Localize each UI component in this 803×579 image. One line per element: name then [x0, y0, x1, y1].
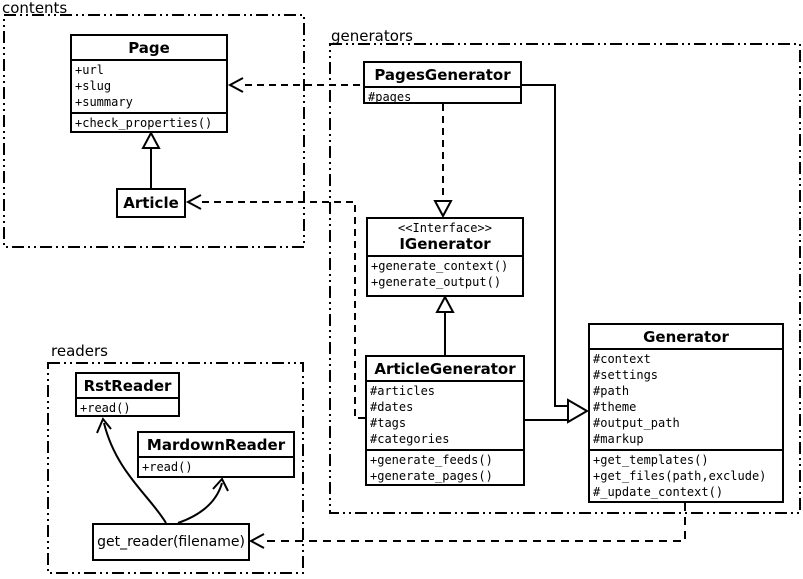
method: #_update_context()	[593, 485, 724, 499]
class-rstreader: RstReader +read()	[75, 372, 180, 417]
attribute: #dates	[370, 400, 414, 414]
attribute: #pages	[368, 90, 412, 104]
attribute: #tags	[370, 416, 407, 430]
class-title: Article	[123, 194, 179, 212]
class-generator: Generator #context #settings #path #them…	[588, 323, 784, 503]
attribute: #context	[593, 352, 651, 366]
attribute: +summary	[75, 95, 133, 109]
dependency-pagesgenerator-to-page	[227, 77, 363, 93]
attribute: #categories	[370, 432, 450, 446]
methods-compartment: +generate_feeds() +generate_pages()	[367, 449, 523, 486]
method: +get_files(path,exclude)	[593, 469, 767, 483]
class-title: Page	[128, 39, 170, 57]
function-label: get_reader(filename)	[97, 534, 245, 550]
method: +generate_output()	[371, 275, 502, 289]
generalization-pagesgenerator-to-generator	[522, 84, 568, 407]
attribute: #markup	[593, 432, 644, 446]
method: +get_templates()	[593, 453, 709, 467]
class-title: IGenerator	[399, 235, 491, 253]
generalization-articlegenerator-to-generator	[525, 398, 589, 424]
package-border-generators	[329, 43, 801, 514]
method: +check_properties()	[75, 116, 213, 130]
stereotype-label: <<Interface>>	[398, 221, 492, 235]
package-label-contents: contents	[2, 0, 68, 17]
arrow-getreader-to-rstreader	[96, 417, 167, 524]
attribute: +slug	[75, 79, 112, 93]
package-border-readers	[47, 362, 304, 574]
package-label-generators: generators	[331, 27, 413, 45]
class-title-block: <<Interface>> IGenerator	[368, 219, 522, 255]
package-label-readers: readers	[51, 342, 108, 360]
generalization-articlegenerator-to-igenerator	[435, 294, 455, 355]
methods-compartment: +check_properties()	[72, 112, 226, 133]
class-page: Page +url +slug +summary +check_properti…	[70, 34, 228, 133]
methods-compartment: +get_templates() +get_files(path,exclude…	[590, 449, 782, 502]
realization-pagesgenerator-to-igenerator	[433, 104, 453, 219]
methods-compartment: +read()	[77, 397, 178, 418]
method: +read()	[142, 460, 193, 474]
attributes-compartment: #pages	[365, 86, 520, 107]
class-articlegenerator: ArticleGenerator #articles #dates #tags …	[365, 355, 525, 486]
attribute: #theme	[593, 400, 637, 414]
method: +read()	[80, 401, 131, 415]
class-title: MardownReader	[146, 436, 286, 454]
class-mardownreader: MardownReader +read()	[137, 431, 295, 478]
package-border-contents	[3, 14, 305, 248]
method: +generate_feeds()	[370, 453, 493, 467]
class-title: ArticleGenerator	[374, 360, 516, 378]
methods-compartment: +read()	[139, 456, 293, 477]
class-title: RstReader	[83, 377, 172, 395]
attributes-compartment: +url +slug +summary	[72, 59, 226, 112]
arrow-getreader-to-mardownreader	[177, 477, 229, 524]
dependency-generator-to-getreader	[248, 503, 686, 549]
methods-compartment: +generate_context() +generate_output()	[368, 255, 522, 292]
class-pagesgenerator: PagesGenerator #pages	[363, 61, 522, 104]
function-box-get-reader: get_reader(filename)	[92, 523, 250, 561]
class-title: Generator	[643, 328, 729, 346]
attributes-compartment: #articles #dates #tags #categories	[367, 380, 523, 449]
attribute: #settings	[593, 368, 659, 382]
attribute: #path	[593, 384, 630, 398]
class-title: PagesGenerator	[374, 66, 511, 84]
attribute: +url	[75, 63, 104, 77]
generalization-article-to-page	[141, 130, 161, 188]
attribute: #output_path	[593, 416, 680, 430]
class-igenerator: <<Interface>> IGenerator +generate_conte…	[366, 217, 524, 297]
attributes-compartment: #context #settings #path #theme #output_…	[590, 348, 782, 449]
method: +generate_pages()	[370, 469, 493, 483]
class-article: Article	[116, 188, 186, 218]
dependency-articlegenerator-to-article	[185, 194, 365, 419]
attribute: #articles	[370, 384, 436, 398]
method: +generate_context()	[371, 259, 509, 273]
